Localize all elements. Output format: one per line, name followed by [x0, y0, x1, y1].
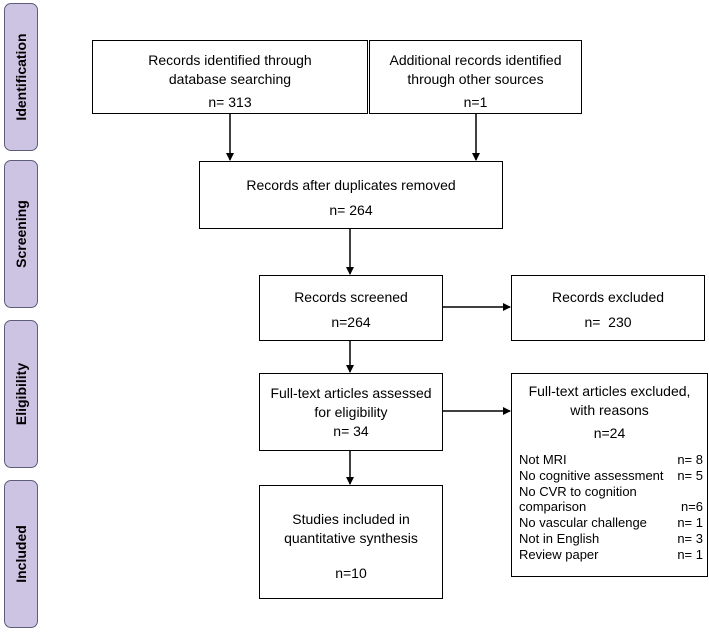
box-text: Records identified through database sear… — [148, 52, 312, 87]
box-database-searching: Records identified through database sear… — [92, 40, 368, 114]
reason-row: Review paper n= 1 — [519, 547, 703, 563]
box-title: Full-text articles excluded, with reason… — [528, 383, 691, 418]
phase-screening: Screening — [4, 160, 38, 308]
reason-label: Not MRI — [519, 452, 567, 467]
box-records-screened: Records screened n=264 — [259, 275, 443, 341]
reason-count: n= 1 — [677, 546, 703, 562]
reason-count: n= 5 — [677, 467, 703, 483]
box-text: Records excluded — [551, 289, 665, 305]
box-records-excluded: Records excluded n= 230 — [511, 275, 705, 341]
box-count: n=24 — [593, 425, 626, 441]
box-count: n=10 — [335, 565, 367, 581]
reason-row: Not MRI n= 8 — [519, 452, 703, 468]
box-count: n= 34 — [333, 423, 369, 439]
box-after-duplicates: Records after duplicates removed n= 264 — [199, 161, 503, 229]
box-text: Records after duplicates removed — [246, 177, 456, 193]
box-text: Records screened — [294, 289, 408, 305]
phase-included: Included — [4, 480, 38, 628]
reason-label: Not in English — [519, 530, 600, 546]
box-text: Additional records identified through ot… — [389, 52, 562, 87]
box-count: n= 264 — [329, 202, 373, 218]
box-studies-included: Studies included in quantitative synthes… — [259, 485, 443, 599]
box-text: Studies included in quantitative synthes… — [284, 511, 418, 546]
reason-row: No cognitive assessment n= 5 — [519, 468, 703, 484]
reason-label: No cognitive assessment — [519, 467, 664, 483]
reason-count: n= 3 — [677, 530, 703, 546]
box-count: n= 230 — [584, 314, 632, 330]
exclusion-reasons-list: Not MRI n= 8 No cognitive assessment n= … — [519, 452, 703, 563]
reason-label: No vascular challenge — [519, 515, 647, 531]
box-count: n=264 — [331, 314, 371, 330]
reason-label: Review paper — [519, 546, 599, 562]
box-fulltext-assessed: Full-text articles assessed for eligibil… — [259, 373, 443, 451]
box-count: n= 313 — [208, 94, 252, 110]
reason-count: n= 8 — [677, 452, 703, 467]
box-other-sources: Additional records identified through ot… — [369, 40, 582, 114]
box-text: Full-text articles assessed for eligibil… — [270, 385, 432, 420]
reason-label: No CVR to cognition comparison — [519, 483, 637, 515]
reason-row: No vascular challenge n= 1 — [519, 515, 703, 531]
phase-identification: Identification — [4, 3, 38, 151]
reason-count: n= 1 — [677, 515, 703, 531]
phase-eligibility: Eligibility — [4, 320, 38, 468]
box-fulltext-excluded: Full-text articles excluded, with reason… — [511, 373, 708, 577]
box-count: n=1 — [463, 94, 488, 110]
reason-count: n=6 — [680, 499, 703, 515]
reason-row: No CVR to cognition comparison n=6 — [519, 484, 703, 516]
reason-row: Not in English n= 3 — [519, 531, 703, 547]
